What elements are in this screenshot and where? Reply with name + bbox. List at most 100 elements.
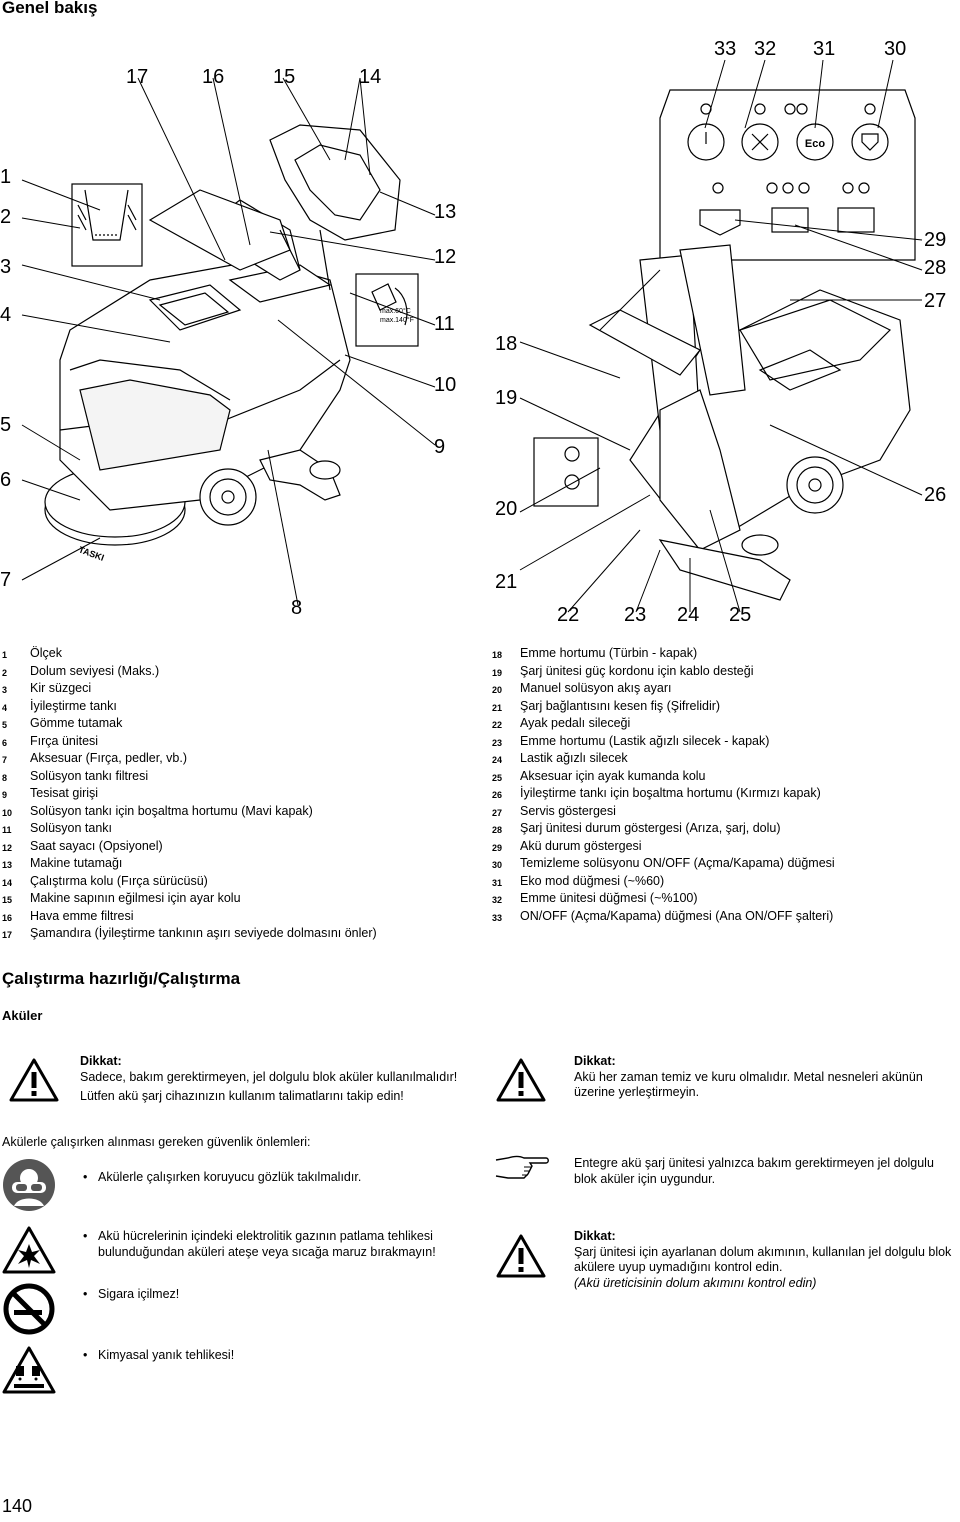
legend-item-text: Manuel solüsyon akış ayarı — [520, 681, 672, 695]
legend-item: 14 Çalıştırma kolu (Fırça sürücüsü) — [2, 874, 377, 892]
note-text: Sadece, bakım gerektirmeyen, jel dolgulu… — [80, 1069, 458, 1084]
legend-item-number: 17 — [2, 930, 13, 940]
callout-25: 25 — [729, 604, 752, 626]
legend-item-number: 28 — [492, 825, 503, 835]
corrosive-hazard-icon — [2, 1346, 56, 1394]
legend-item: 21 Şarj bağlantısını kesen fiş (Şifrelidi… — [492, 699, 835, 717]
callout-11: 11 — [434, 313, 455, 335]
legend-item-text: ON/OFF (Açma/Kapama) düğmesi (Ana ON/OFF… — [520, 908, 834, 923]
legend-item-text: Dolum seviyesi (Maks.) — [30, 663, 160, 678]
callout-6: 6 — [0, 469, 12, 491]
section-subtitle: Aküler — [2, 1008, 43, 1023]
legend-item-number: 21 — [492, 702, 503, 713]
legend-item-number: 27 — [492, 807, 503, 818]
note-text: Şarj ünitesi için ayarlanan dolum akımın… — [574, 1244, 952, 1275]
legend-item-text: Eko mod düğmesi (~%60) — [520, 873, 665, 888]
callout-30: 30 — [884, 38, 907, 60]
legend-item-text: Tesisat girişi — [30, 786, 99, 800]
legend-item-text: Gömme tutamak — [30, 716, 123, 730]
machine-front-view-drawing: TASKI — [44, 124, 419, 563]
legend-item: 31 Eko mod düğmesi (~%60) — [492, 874, 835, 892]
legend-item-number: 19 — [492, 667, 503, 678]
callout-31: 31 — [813, 38, 836, 60]
legend-item-number: 23 — [492, 737, 503, 748]
legend-item: 20 Manuel solüsyon akış ayarı — [492, 681, 835, 699]
callout-16: 16 — [202, 66, 225, 88]
legend-item-number: 9 — [2, 790, 8, 800]
legend-item: 27 Servis göstergesi — [492, 804, 835, 822]
note-heading: Dikkat: — [574, 1054, 616, 1068]
callout-20: 20 — [495, 498, 518, 520]
legend-item-number: 6 — [2, 737, 8, 748]
callout-7: 7 — [0, 569, 12, 591]
legend-item-text: Fırça ünitesi — [30, 733, 99, 748]
note-text: Akü her zaman temiz ve kuru olmalıdır. M… — [574, 1069, 923, 1100]
note-text: (Akü üreticisinin dolum akımını kontrol … — [574, 1275, 817, 1290]
legend-item-text: Solüsyon tankı filtresi — [30, 768, 149, 783]
legend-item-text: Ölçek — [30, 646, 62, 660]
legend-item-number: 12 — [2, 842, 13, 853]
legend-item-text: Servis göstergesi — [520, 803, 616, 818]
safety-goggles-icon — [3, 1159, 55, 1211]
note-charge-current: Dikkat: Şarj ünitesi için ayarlanan dolu… — [574, 1229, 958, 1291]
legend-item-text: Solüsyon tankı — [30, 821, 112, 835]
legend-item-text: Aksesuar için ayak kumanda kolu — [520, 768, 706, 783]
note-heading: Dikkat: — [574, 1229, 616, 1243]
callout-32: 32 — [754, 38, 777, 60]
legend-item-number: 13 — [2, 860, 13, 870]
legend-item-text: Şarj bağlantısını kesen fiş (Şifrelidir) — [520, 698, 721, 713]
legend-item-text: Saat sayacı (Opsiyonel) — [30, 838, 163, 853]
legend-item-number: 32 — [492, 895, 503, 905]
callout-3: 3 — [0, 256, 12, 278]
no-smoking-icon — [3, 1283, 55, 1335]
legend-item-number: 7 — [2, 755, 8, 765]
legend-item-text: Akü durum göstergesi — [520, 838, 642, 853]
note-keep-clean: Dikkat: Akü her zaman temiz ve kuru olma… — [574, 1054, 958, 1101]
legend-item-number: 16 — [2, 912, 13, 923]
callout-4: 4 — [0, 304, 12, 326]
control-panel-drawing — [659, 89, 916, 261]
bullet-text: Sigara içilmez! — [98, 1287, 180, 1301]
explosion-hazard-icon — [2, 1226, 56, 1274]
bullet-goggles: •Akülerle çalışırken koruyucu gözlük tak… — [83, 1170, 362, 1184]
legend-item-number: 14 — [2, 877, 13, 888]
callout-26: 26 — [924, 484, 947, 506]
legend-item-text: Çalıştırma kolu (Fırça sürücüsü) — [30, 873, 208, 888]
callout-15: 15 — [273, 66, 296, 88]
legend-item-text: Temizleme solüsyonu ON/OFF (Açma/Kapama)… — [520, 856, 835, 870]
callout-18: 18 — [495, 333, 518, 355]
callout-10: 10 — [434, 374, 457, 396]
warning-triangle-icon — [496, 1234, 546, 1278]
callout-8: 8 — [291, 597, 303, 619]
legend-item-number: 22 — [492, 720, 503, 730]
callout-21: 21 — [495, 571, 518, 593]
legend-item-number: 8 — [2, 772, 8, 783]
legend-item-text: Makine sapının eğilmesi için ayar kolu — [30, 891, 241, 905]
legend-item-number: 31 — [492, 877, 503, 888]
hose-tag-line-1: max.60°C — [380, 307, 411, 315]
legend-item: 6 Fırça ünitesi — [2, 734, 377, 752]
legend-item-text: Emme ünitesi düğmesi (~%100) — [520, 891, 698, 905]
callout-23: 23 — [624, 604, 647, 626]
warning-triangle-icon — [9, 1058, 59, 1102]
callout-17: 17 — [126, 66, 149, 88]
legend-item-number: 29 — [492, 842, 503, 853]
legend-item-number: 20 — [492, 685, 503, 695]
legend-item-number: 3 — [2, 685, 8, 695]
callout-2: 2 — [0, 206, 12, 228]
eco-label: Eco — [805, 138, 825, 150]
bullet-text: Akülerle çalışırken koruyucu gözlük takı… — [98, 1170, 362, 1184]
bullet-explosion: •Akü hücrelerinin içindeki elektrolitik … — [83, 1229, 436, 1259]
